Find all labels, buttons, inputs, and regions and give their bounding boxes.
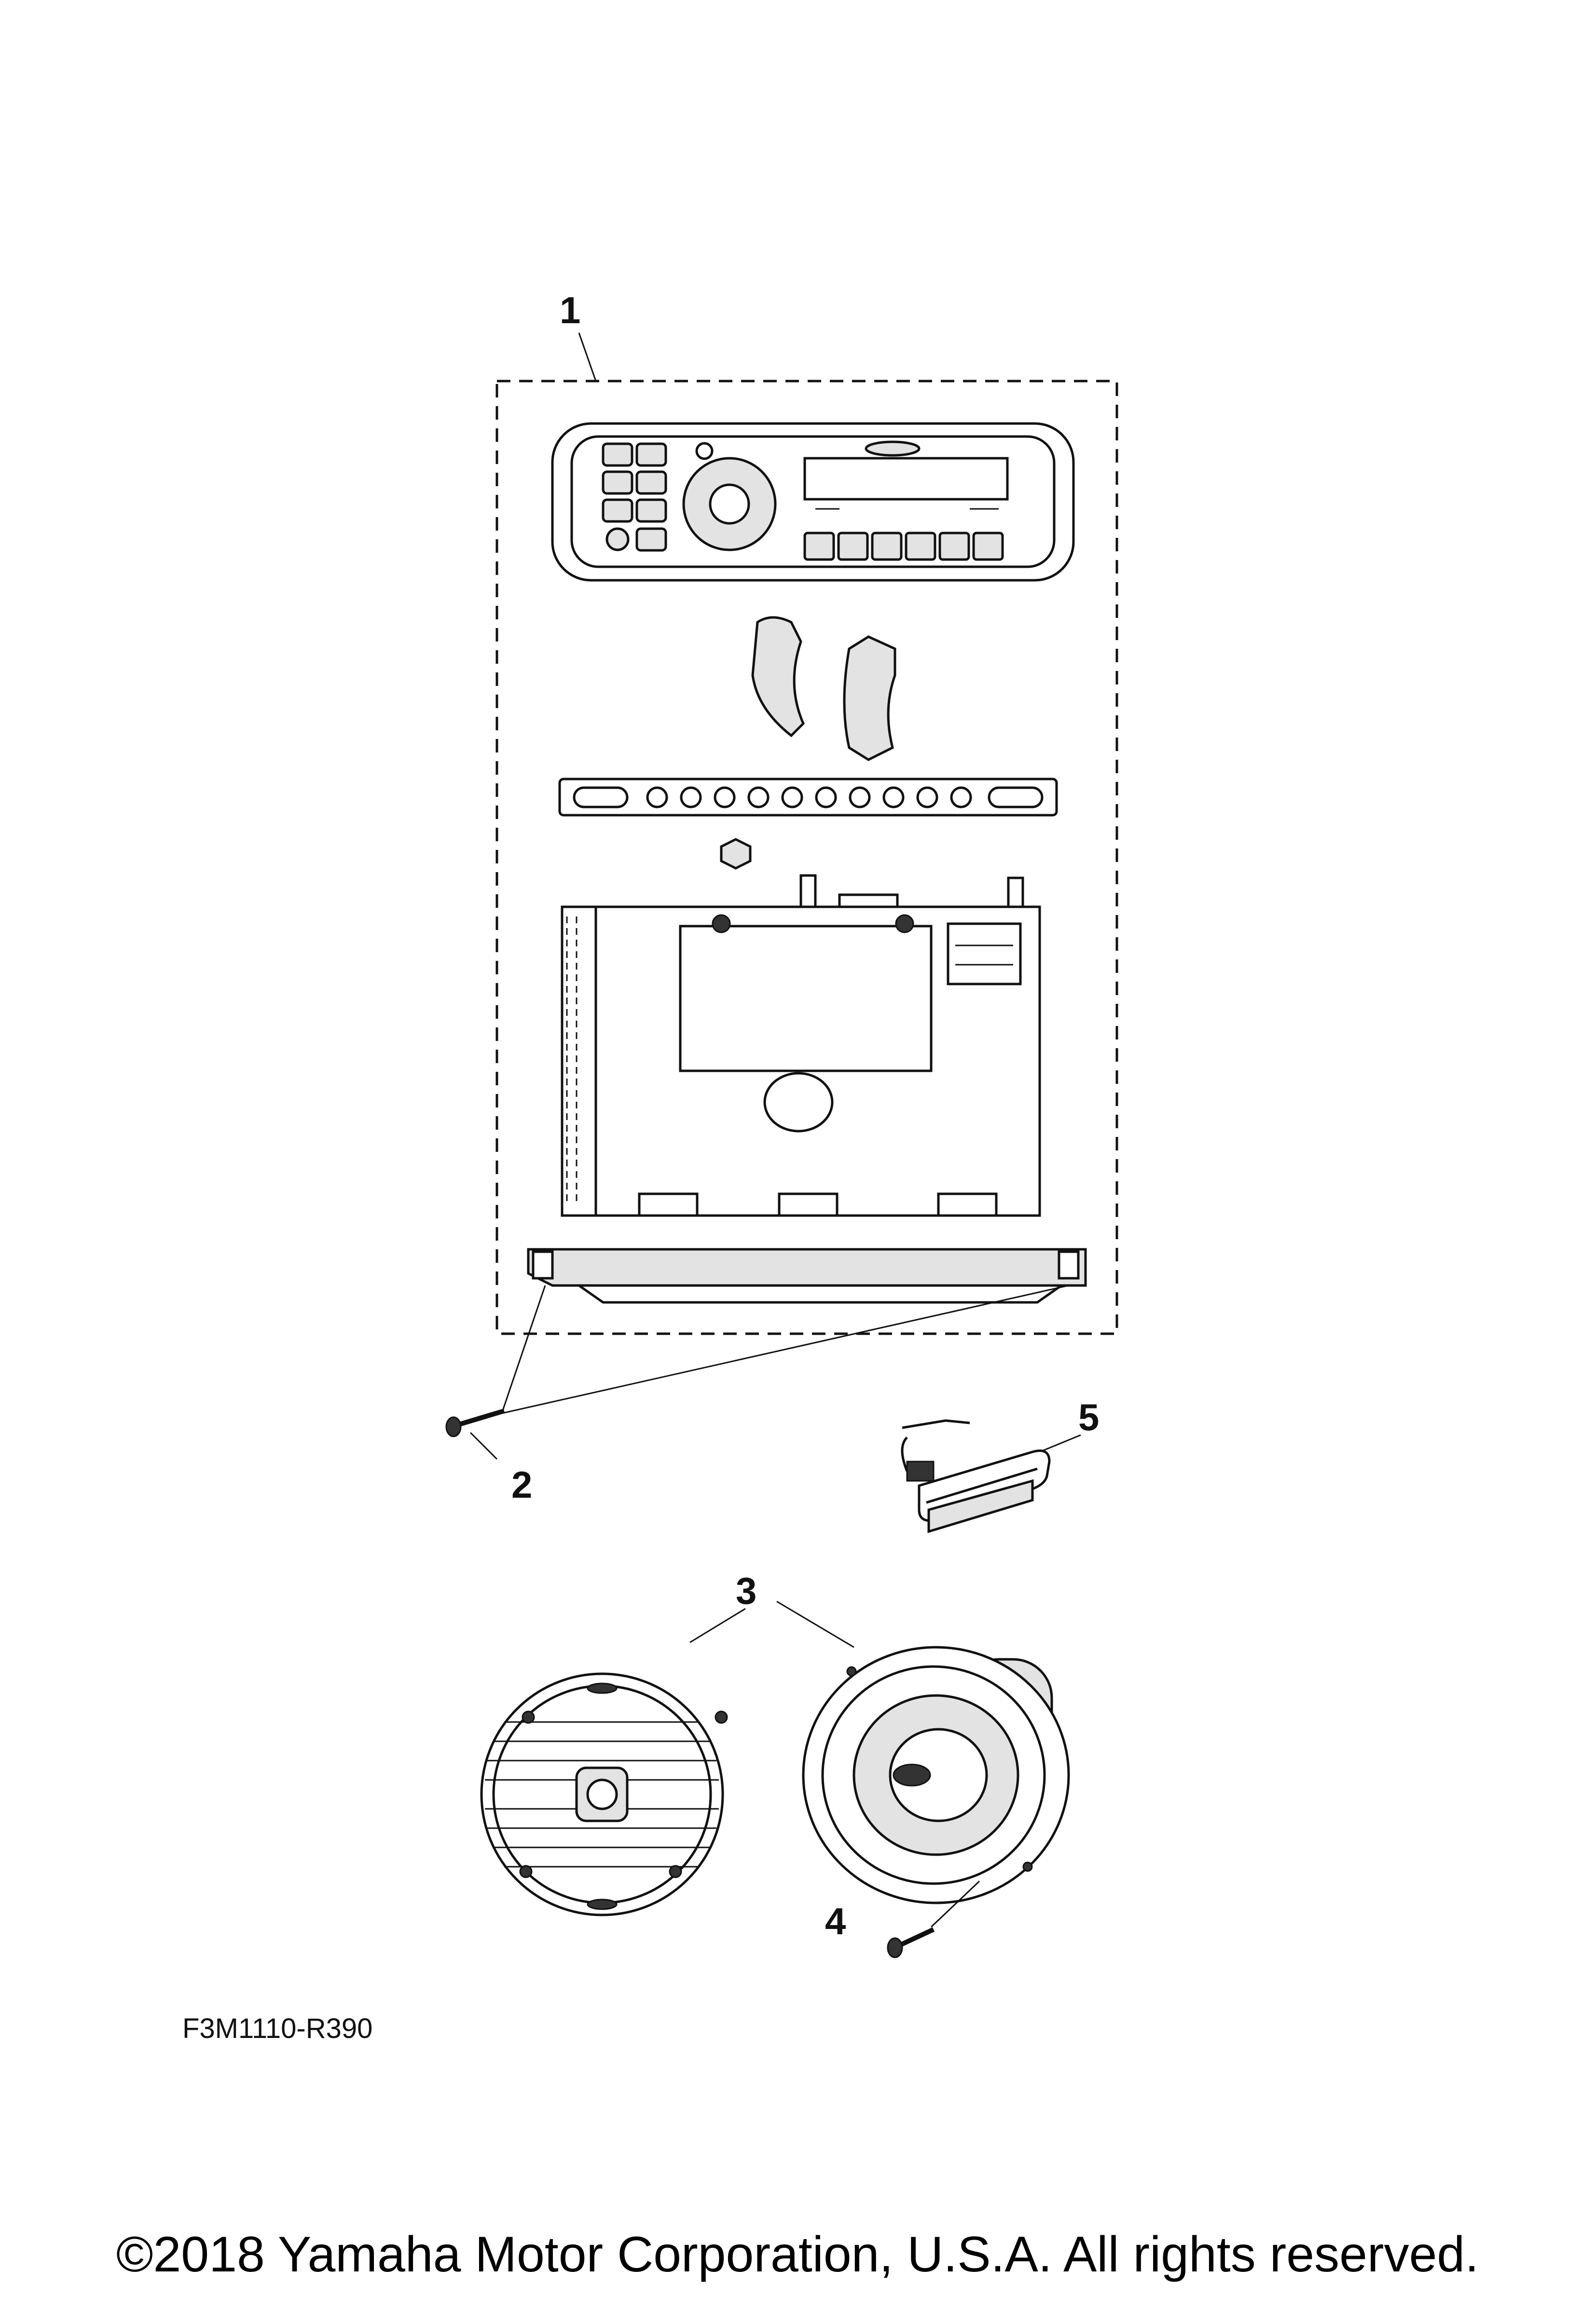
mounting-strip [558, 778, 1058, 817]
trim-pieces [751, 616, 896, 761]
leader-line-3a [689, 1608, 746, 1643]
radio-bezel [527, 1248, 1087, 1304]
callout-5: 5 [1078, 1396, 1099, 1438]
leader-line-3b [776, 1600, 854, 1648]
assembly-group-box [495, 380, 1118, 1335]
leader-line-4 [930, 1880, 980, 1928]
hex-nut [720, 838, 752, 870]
callout-2: 2 [511, 1463, 532, 1506]
leader-line-2a [501, 1285, 546, 1414]
wiring-harness [901, 1419, 1051, 1533]
speaker-grille [480, 1672, 728, 1916]
copyright-notice: ©2018 Yamaha Motor Corporation, U.S.A. A… [116, 2227, 1479, 2283]
radio-faceplate [551, 422, 1075, 582]
speaker-driver [802, 1646, 1070, 1904]
leader-line-2b [501, 1285, 1069, 1414]
screw-2 [445, 1408, 505, 1437]
callout-3: 3 [736, 1570, 756, 1612]
leader-line-2c [469, 1432, 498, 1460]
callout-1: 1 [560, 289, 580, 331]
radio-chassis [561, 874, 1041, 1217]
screw-4 [887, 1927, 935, 1958]
leader-line-1 [578, 332, 597, 382]
callout-4: 4 [825, 1900, 846, 1942]
figure-code: F3M1110-R390 [182, 2013, 373, 2044]
leader-line-5 [1039, 1434, 1081, 1453]
